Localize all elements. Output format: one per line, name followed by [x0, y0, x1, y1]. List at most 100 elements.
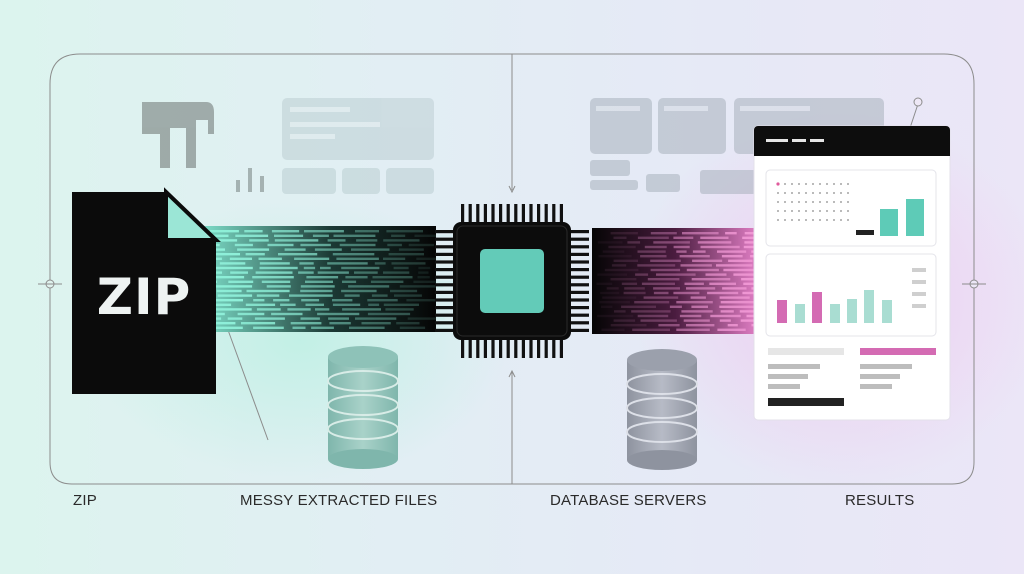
stream-dash: [300, 289, 333, 293]
stream-dash: [414, 234, 457, 237]
grid-dot: [812, 192, 814, 194]
label-results: RESULTS: [845, 492, 915, 509]
stream-dash: [256, 308, 281, 311]
stream-dash: [355, 230, 379, 233]
grid-dot: [784, 210, 786, 212]
stream-dash: [368, 303, 380, 306]
database-icon: [327, 346, 399, 469]
grid-dot: [840, 192, 842, 194]
chip-pin: [521, 204, 525, 226]
grid-dot: [819, 192, 821, 194]
stream-dash: [720, 310, 734, 313]
grid-dot: [812, 201, 814, 203]
stream-dash: [637, 264, 676, 267]
stream-dash: [259, 266, 298, 270]
chip-pin: [567, 283, 589, 287]
stream-dash: [341, 266, 380, 270]
stream-dash: [332, 253, 375, 256]
grid-dot: [812, 219, 814, 221]
stream-dash: [604, 268, 639, 272]
stream-dash: [227, 317, 243, 320]
grid-dot: [819, 201, 821, 203]
stream-dash: [742, 291, 756, 295]
chip-pin: [435, 230, 457, 234]
stream-dash: [267, 243, 294, 247]
stream-dash: [299, 262, 314, 265]
stream-dash: [680, 264, 712, 267]
grid-dot: [847, 210, 849, 212]
stream-dash: [254, 317, 285, 320]
stream-dash: [727, 324, 738, 327]
stream-dash: [733, 273, 756, 276]
stream-dash: [237, 312, 265, 316]
grid-dot: [798, 210, 800, 212]
stream-dash: [271, 230, 300, 233]
stream-dash: [673, 236, 694, 239]
stream-dash: [716, 264, 753, 267]
stream-dash: [206, 303, 232, 306]
stream-dash: [408, 243, 434, 247]
stream-dash: [416, 257, 442, 260]
stream-dash: [383, 303, 419, 306]
chip-pin: [476, 204, 480, 226]
stream-dash: [653, 241, 690, 244]
chip-pin: [544, 204, 548, 226]
stream-dash: [317, 312, 360, 316]
stream-dash: [371, 294, 388, 297]
stream-dash: [393, 266, 409, 270]
chip-pin: [567, 328, 589, 332]
stream-dash: [658, 324, 680, 327]
stream-dash: [398, 248, 424, 251]
stream-dash: [241, 322, 276, 325]
stream-dash: [598, 255, 632, 258]
chip-pin: [468, 336, 472, 358]
grid-dot: [791, 192, 793, 194]
stream-dash: [656, 273, 696, 276]
stream-dash: [679, 255, 710, 258]
stream-dash: [640, 255, 667, 258]
stream-dash: [266, 285, 291, 288]
stream-dash: [746, 314, 756, 318]
stream-dash: [691, 305, 708, 308]
chip-pin: [514, 336, 518, 358]
stream-dash: [741, 278, 756, 281]
chip-pin: [559, 204, 563, 226]
frame: [38, 53, 986, 485]
chip-pin: [537, 204, 541, 226]
stream-dash: [255, 271, 293, 274]
stream-dash: [396, 322, 420, 325]
chip-pin: [435, 298, 457, 302]
stream-dash: [600, 291, 620, 295]
stream-dash: [634, 301, 670, 304]
grid-dot: [819, 210, 821, 212]
stream-dash: [597, 273, 628, 276]
grid-dot: [833, 192, 835, 194]
stream-dash: [417, 276, 430, 279]
stream-dash: [597, 314, 634, 318]
stream-dash: [743, 282, 756, 285]
stream-dash: [387, 243, 402, 247]
stream-dash: [237, 248, 270, 251]
stream-dash: [744, 241, 756, 244]
grid-dot: [833, 201, 835, 203]
stream-dash: [287, 308, 311, 311]
stream-dash: [256, 294, 280, 297]
stream-dash: [246, 289, 290, 293]
zip-file-icon: [72, 187, 221, 394]
stream-dash: [743, 245, 756, 249]
grid-dot: [847, 183, 849, 185]
chip-pin: [567, 245, 589, 249]
grid-dot: [812, 210, 814, 212]
stream-dash: [399, 285, 444, 288]
teal-data-stream: [200, 226, 457, 332]
stream-dash: [650, 232, 677, 235]
chip-pin: [435, 237, 457, 241]
stream-dash: [234, 243, 253, 247]
stream-dash: [707, 291, 739, 295]
stream-dash: [201, 234, 229, 237]
stream-dash: [349, 326, 385, 329]
grid-dot: [784, 201, 786, 203]
stream-dash: [342, 308, 381, 311]
stream-dash: [611, 264, 627, 267]
